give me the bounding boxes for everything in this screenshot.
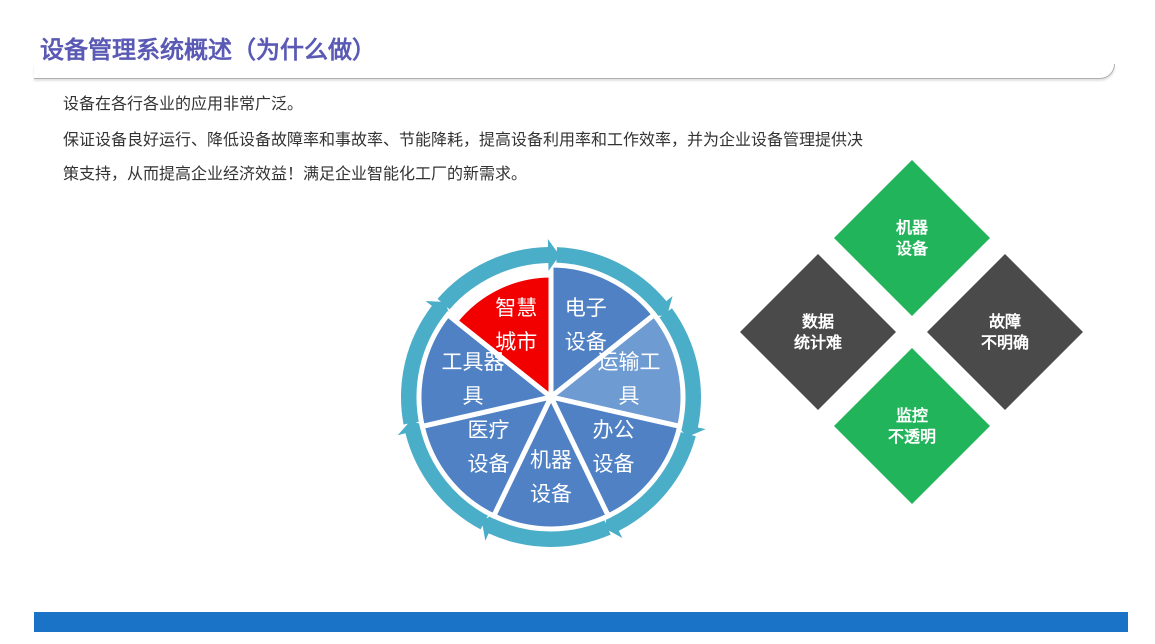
segment-label-line: 电子	[564, 295, 607, 320]
cycle-arrow	[437, 239, 560, 310]
cycle-arrow	[397, 420, 489, 530]
segment-label: 医疗设备	[443, 413, 533, 481]
pie-slice	[546, 393, 683, 520]
pie-slice	[452, 272, 554, 403]
diamond-label-line: 机器	[895, 218, 928, 237]
diamond-label: 监控不透明	[867, 405, 957, 447]
segment-label-line: 机器	[530, 448, 572, 472]
segment-label: 工具器具	[428, 345, 518, 413]
diamond-shape	[740, 254, 896, 410]
segment-label: 机器设备	[506, 443, 596, 511]
cycle-arrow	[556, 247, 673, 317]
diamond-shape	[834, 348, 990, 504]
segment-label-line: 城市	[495, 329, 538, 354]
diamond-label-line: 统计难	[793, 333, 842, 352]
intro-text: 策支持，从而提高企业经济效益！满足企业智能化工厂的新需求。	[63, 164, 528, 183]
diamond-label-line: 设备	[895, 239, 928, 258]
segment-label: 运输工具	[584, 345, 674, 413]
segment-label: 智慧城市	[471, 291, 561, 359]
segment-label-line: 工具器	[441, 350, 505, 375]
segment-label-line: 设备	[592, 451, 635, 476]
pie-slice	[416, 311, 557, 430]
pie-slice	[490, 391, 612, 532]
segment-label-line: 医疗	[467, 417, 510, 442]
intro-text: 保证设备良好运行、降低设备故障率和事故率、节能降耗，提高设备利用率和工作效率，并…	[63, 130, 864, 149]
diamond-label-line: 故障	[988, 312, 1021, 331]
diamond-label-line: 数据	[801, 312, 834, 331]
diamond-label: 故障不明确	[960, 311, 1050, 353]
diamond-label-line: 监控	[895, 406, 928, 425]
diamond-label: 机器设备	[867, 217, 957, 259]
segment-label-line: 设备	[530, 482, 572, 506]
segment-label-line: 设备	[564, 329, 607, 354]
segment-label-line: 运输工	[597, 350, 661, 375]
diamond-label-line: 不明确	[980, 333, 1029, 352]
cycle-arrow	[481, 511, 611, 547]
segment-label-line: 智慧	[495, 295, 538, 320]
segment-label: 电子设备	[541, 291, 631, 359]
diamond-shape	[927, 254, 1083, 410]
pie-slice	[419, 393, 556, 520]
diamond-shape	[834, 160, 990, 316]
cycle-arrow	[659, 308, 706, 437]
diamond-label: 数据统计难	[773, 311, 863, 353]
segment-label-line: 办公	[592, 417, 635, 442]
segment-label: 办公设备	[569, 413, 659, 481]
diamond-label-line: 不透明	[887, 427, 936, 446]
segment-label-line: 具	[462, 384, 484, 409]
cycle-arrow	[401, 300, 451, 425]
page-title: 设备管理系统概述（为什么做）	[40, 36, 376, 64]
segment-label-line: 具	[618, 384, 640, 409]
segment-label-line: 设备	[467, 451, 510, 476]
cycle-arrow	[604, 432, 696, 538]
intro-text: 设备在各行各业的应用非常广泛。	[63, 94, 304, 113]
pie-slice	[548, 262, 658, 403]
footer-bar	[34, 612, 1128, 632]
pie-slice	[545, 311, 686, 430]
